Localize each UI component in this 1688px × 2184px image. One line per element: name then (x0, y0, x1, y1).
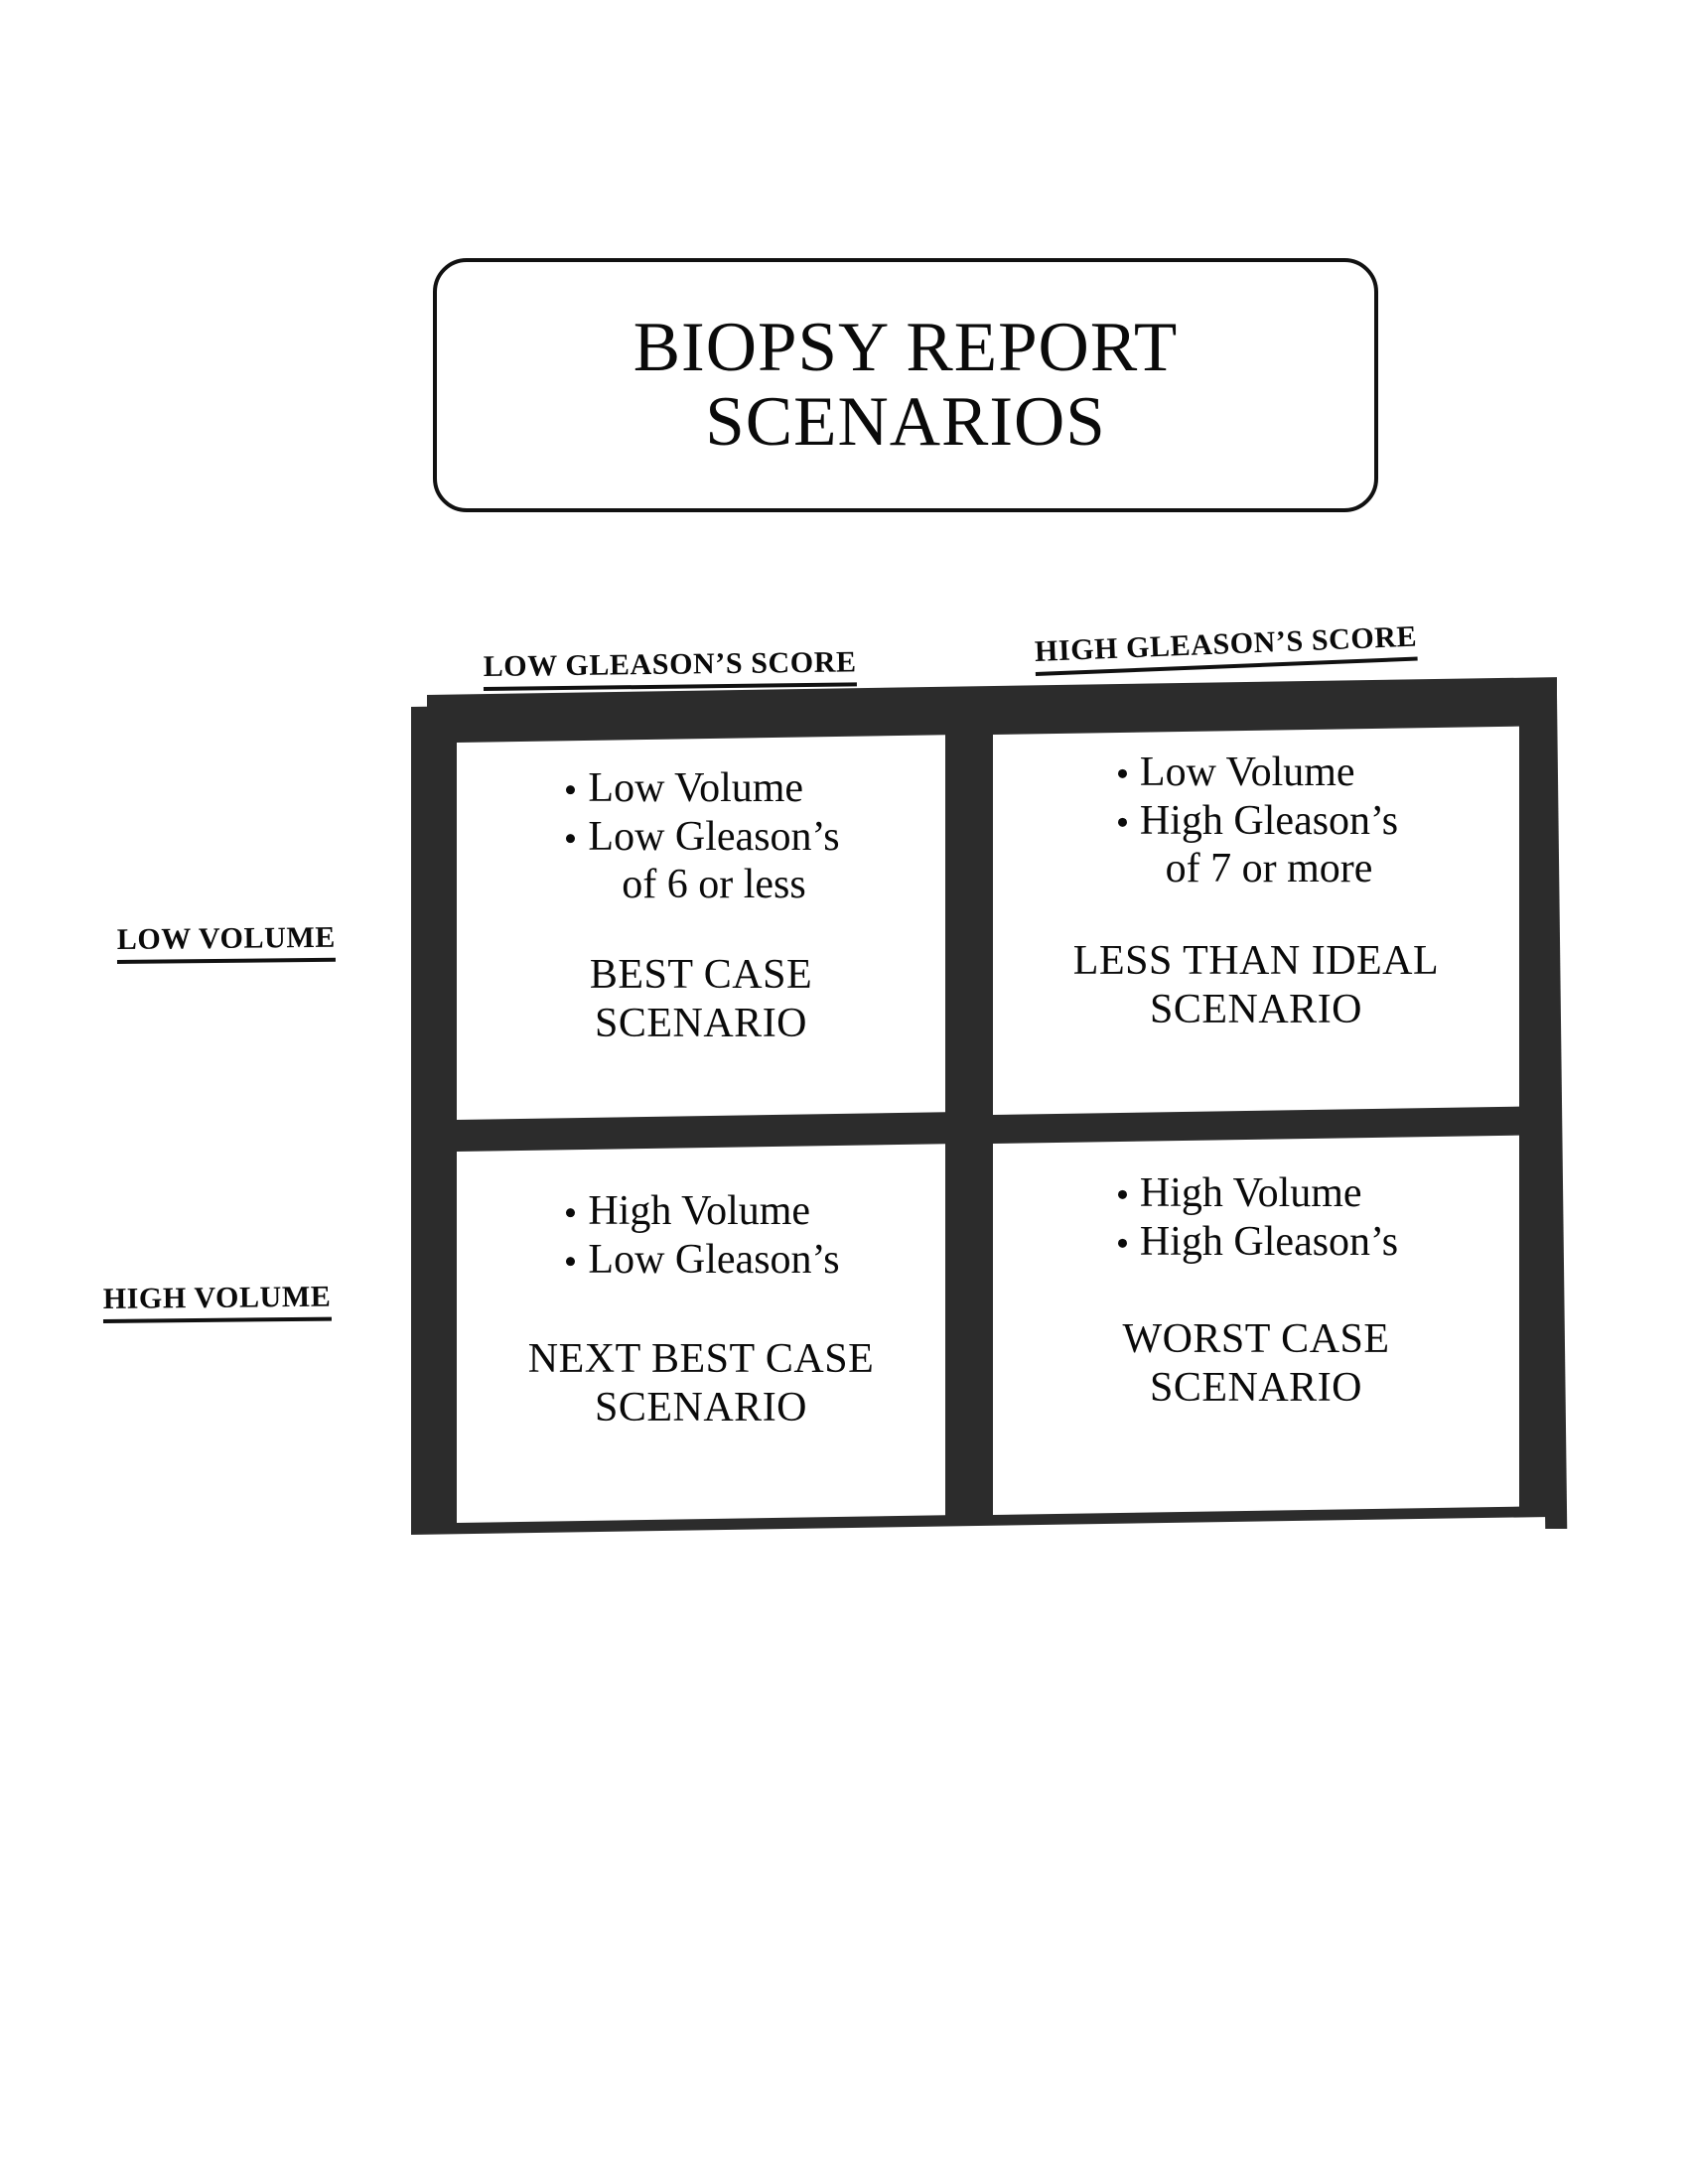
bullet-text: High Gleason’s (1139, 797, 1399, 844)
verdict-line-2: SCENARIO (1149, 986, 1363, 1032)
matrix-cell-top-right: Low Volume High Gleason’s of 7 or more L… (993, 726, 1519, 1115)
column-header-low-gleason: LOW GLEASON’S SCORE (483, 645, 857, 691)
scenario-matrix: Low Volume Low Gleason’s of 6 or less BE… (397, 677, 1569, 1549)
bullet-item: High Volume (562, 1187, 839, 1236)
bullet-item: High Gleason’s (1114, 797, 1398, 846)
title-line-1: BIOPSY REPORT (633, 308, 1179, 386)
row-label-low-volume: LOW VOLUME (116, 920, 337, 964)
row-label-high-volume: HIGH VOLUME (102, 1280, 332, 1323)
bullet-list: Low Volume High Gleason’s (1114, 749, 1398, 845)
verdict-line-1: LESS THAN IDEAL (1072, 937, 1440, 984)
title-line-2: SCENARIOS (705, 383, 1106, 461)
bullet-item: High Volume (1114, 1169, 1398, 1218)
bullet-dot-icon (566, 785, 576, 795)
bullet-continuation: of 6 or less (622, 862, 806, 908)
bullet-dot-icon (1117, 1238, 1127, 1248)
bullet-item: Low Gleason’s (562, 1236, 840, 1285)
bullet-text: Low Gleason’s (588, 813, 840, 860)
bullet-item: High Gleason’s (1114, 1218, 1398, 1267)
bullet-item: Low Volume (1114, 749, 1398, 797)
bullet-text: Low Volume (588, 765, 804, 812)
bullet-dot-icon (1117, 817, 1127, 827)
title-box: BIOPSY REPORT SCENARIOS (433, 258, 1378, 512)
bullet-dot-icon (566, 1208, 576, 1218)
bullet-item: Low Gleason’s (562, 813, 840, 862)
verdict-line-2: SCENARIO (1149, 1364, 1363, 1411)
bullet-dot-icon (566, 833, 576, 843)
bullet-dot-icon (566, 1256, 576, 1266)
bullet-list: High Volume Low Gleason’s (562, 1187, 840, 1285)
verdict-line-2: SCENARIO (594, 1385, 808, 1432)
matrix-cell-bottom-right: High Volume High Gleason’s WORST CASE SC… (993, 1135, 1519, 1515)
bullet-text: Low Gleason’s (588, 1236, 840, 1283)
matrix-cell-top-left: Low Volume Low Gleason’s of 6 or less BE… (457, 735, 945, 1120)
bullet-text: High Volume (588, 1188, 811, 1235)
bullet-text: High Gleason’s (1139, 1218, 1399, 1265)
verdict-line-2: SCENARIO (594, 1001, 808, 1047)
verdict: LESS THAN IDEAL SCENARIO (993, 937, 1519, 1033)
verdict-line-1: WORST CASE (1122, 1316, 1390, 1363)
bullet-list: High Volume High Gleason’s (1114, 1169, 1398, 1266)
bullet-dot-icon (1117, 1189, 1127, 1199)
verdict-line-1: BEST CASE (589, 952, 813, 999)
bullet-continuation: of 7 or more (1165, 846, 1373, 892)
bullet-dot-icon (1117, 768, 1127, 778)
verdict-line-1: NEXT BEST CASE (527, 1336, 875, 1383)
matrix-cell-bottom-left: High Volume Low Gleason’s NEXT BEST CASE… (457, 1144, 945, 1523)
column-header-high-gleason: HIGH GLEASON’S SCORE (1034, 619, 1419, 676)
verdict: WORST CASE SCENARIO (993, 1315, 1519, 1412)
verdict: NEXT BEST CASE SCENARIO (457, 1336, 945, 1433)
bullet-item: Low Volume (562, 764, 839, 813)
bullet-text: Low Volume (1139, 749, 1355, 795)
verdict: BEST CASE SCENARIO (457, 951, 945, 1047)
bullet-text: High Volume (1139, 1169, 1362, 1216)
bullet-list: Low Volume Low Gleason’s (562, 764, 840, 862)
